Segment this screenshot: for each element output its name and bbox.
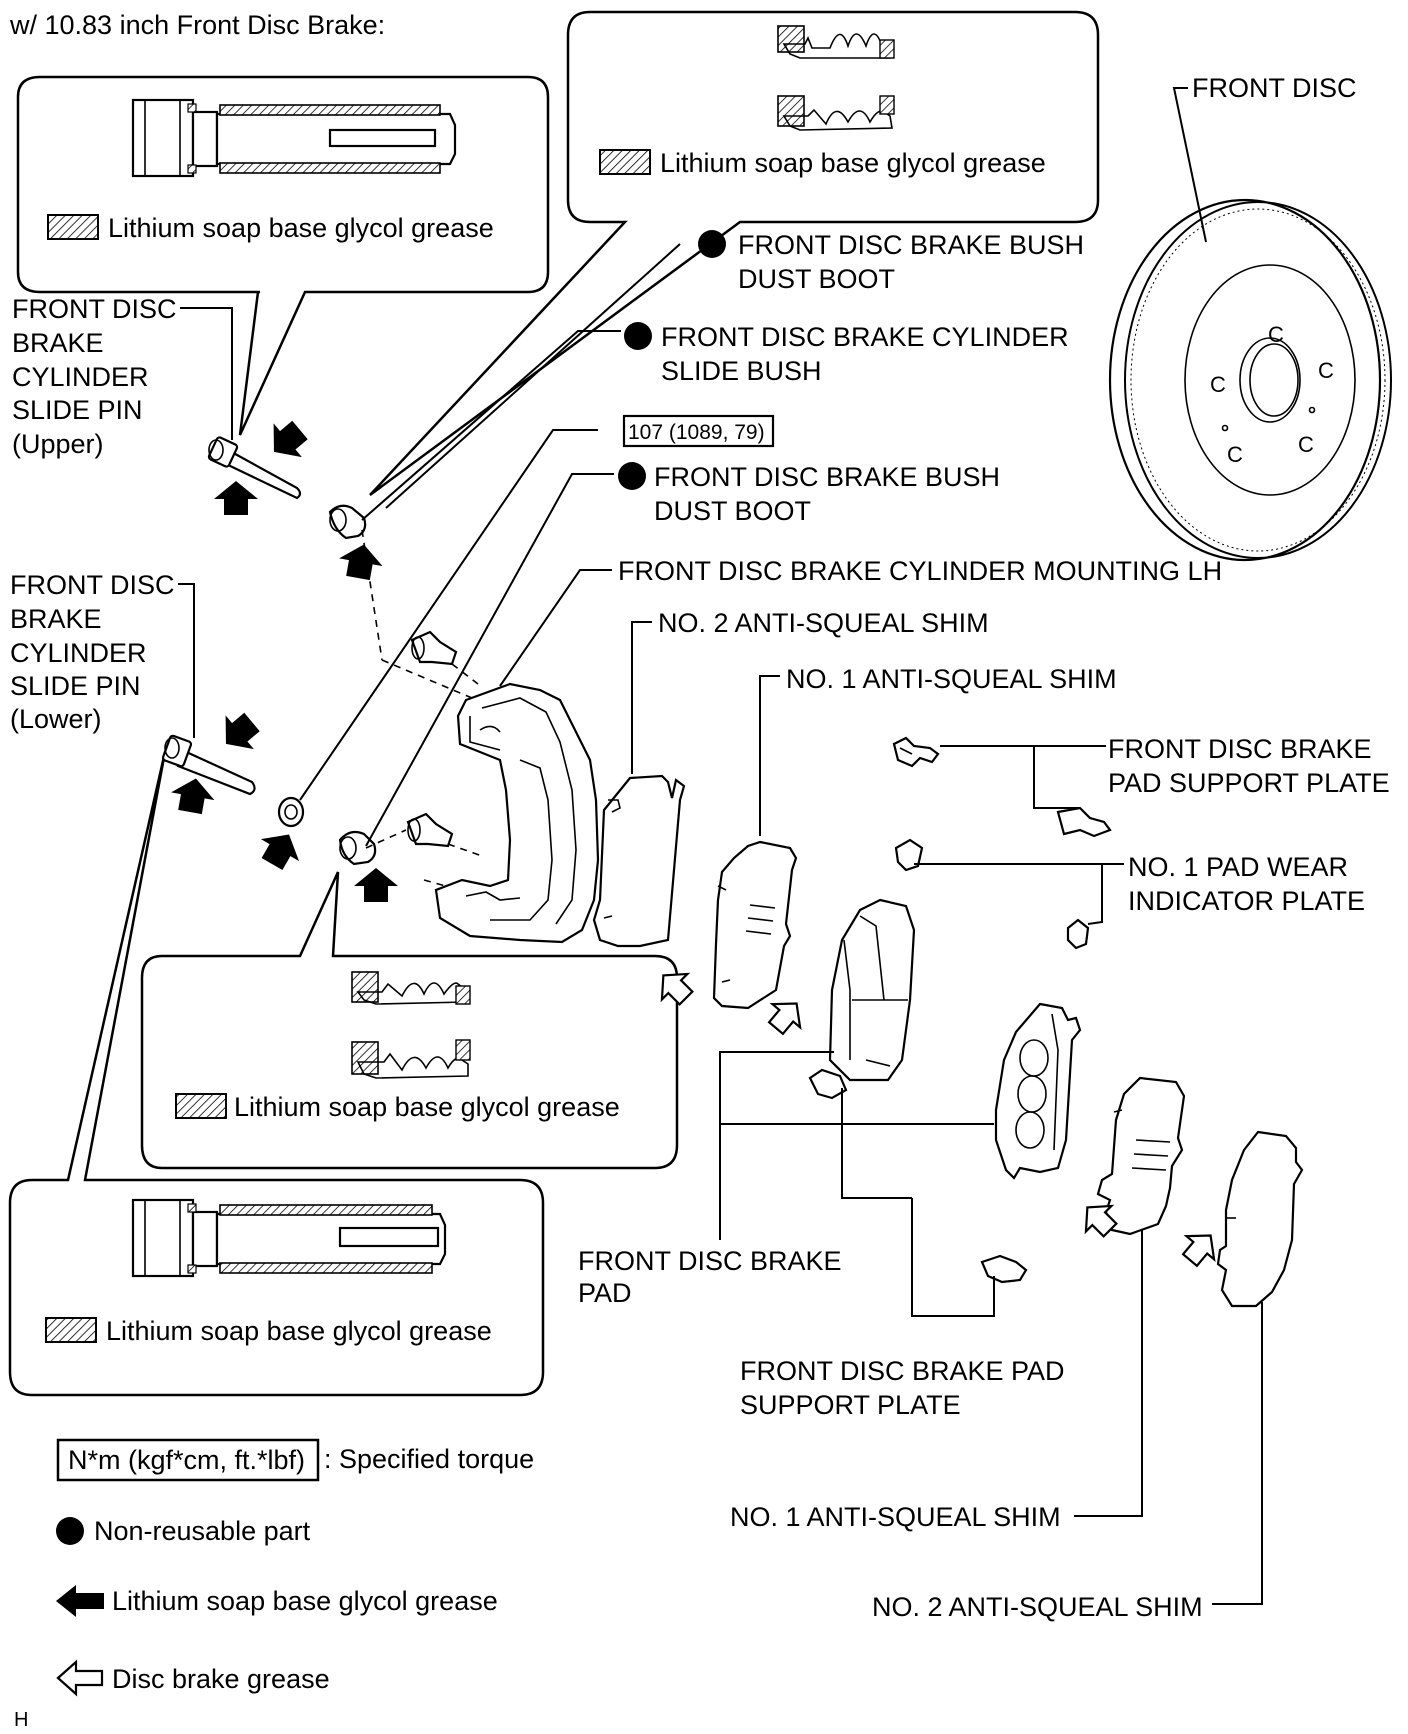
solid-arrow-icon (211, 705, 267, 761)
label-cylinder-mounting: FRONT DISC BRAKE CYLINDER MOUNTING LH (618, 556, 1222, 586)
label-bush-dust-boot-upper-1: FRONT DISC BRAKE BUSH (738, 230, 1084, 260)
torque-box (622, 414, 775, 448)
legend-lithium-grease-text: Lithium soap base glycol grease (112, 1586, 498, 1616)
label-slide-pin-upper-5: (Upper) (12, 429, 104, 459)
no1-anti-squeal-shim-top-part (712, 840, 798, 1010)
legend-torque-units: N*m (kgf*cm, ft.*lbf) (68, 1445, 305, 1475)
hatch-swatch-icon (45, 1317, 97, 1343)
label-brake-pad-2: PAD (578, 1278, 632, 1308)
mounting-bolt-lower (406, 812, 454, 848)
solid-arrow-icon (214, 481, 258, 515)
label-wear-indicator-1: NO. 1 PAD WEAR (1128, 852, 1348, 882)
filled-dot-icon (624, 322, 652, 350)
label-bush-dust-boot-upper-2: DUST BOOT (738, 264, 895, 294)
label-slide-pin-lower-3: CYLINDER (10, 638, 147, 668)
legend-torque-box (56, 1438, 320, 1482)
svg-text:C: C (1227, 442, 1243, 467)
legend-non-reusable-text: Non-reusable part (94, 1516, 311, 1546)
callout-grease-text: Lithium soap base glycol grease (106, 1316, 492, 1346)
bush-dust-boot-lower-part (338, 830, 377, 866)
dust-boot-detail-icon (777, 25, 895, 131)
solid-arrow-icon (252, 823, 309, 875)
label-no1-shim-bottom: NO. 1 ANTI-SQUEAL SHIM (730, 1502, 1061, 1532)
filled-dot-icon (698, 230, 726, 258)
slide-pin-lower (161, 734, 256, 796)
label-wear-indicator-2: INDICATOR PLATE (1128, 886, 1365, 916)
label-torque-value: 107 (1089, 79) (628, 421, 765, 444)
slide-pin-upper (207, 436, 302, 500)
legend-disc-grease-text: Disc brake grease (112, 1664, 330, 1694)
front-disc-rotor: C C C C C (1108, 198, 1392, 562)
solid-arrow-icon (336, 540, 386, 582)
svg-text:C: C (1298, 432, 1314, 457)
callout-grease-text: Lithium soap base glycol grease (108, 213, 494, 243)
callout-lower-pin: Lithium soap base glycol grease (8, 751, 545, 1397)
callout-boot-mid: Lithium soap base glycol grease (140, 871, 679, 1170)
filled-dot-icon (56, 1517, 84, 1545)
legend: N*m (kgf*cm, ft.*lbf) : Specified torque… (56, 1438, 534, 1697)
label-slide-pin-upper-3: CYLINDER (12, 362, 149, 392)
callout-grease-text: Lithium soap base glycol grease (660, 148, 1046, 178)
label-slide-pin-lower-2: BRAKE (10, 604, 102, 634)
label-no1-shim-top: NO. 1 ANTI-SQUEAL SHIM (786, 664, 1117, 694)
page-title: w/ 10.83 inch Front Disc Brake: (9, 10, 385, 40)
leader-lines (178, 87, 1263, 1605)
label-brake-pad-1: FRONT DISC BRAKE (578, 1246, 842, 1276)
pad-support-plate-bottom-a (808, 1068, 848, 1100)
solid-arrow-icon (56, 1585, 104, 1617)
label-slide-bush-2: SLIDE BUSH (661, 356, 822, 386)
slide-pin-upper-detail-icon (131, 98, 457, 178)
solid-arrow-icon (168, 774, 218, 816)
no1-anti-squeal-shim-bottom-part (1096, 1076, 1186, 1236)
svg-text:C: C (1210, 372, 1226, 397)
label-bush-dust-boot-lower-1: FRONT DISC BRAKE BUSH (654, 462, 1000, 492)
cylinder-mounting-part (434, 682, 600, 944)
label-slide-pin-upper-2: BRAKE (12, 328, 104, 358)
legend-torque-text: : Specified torque (324, 1444, 534, 1474)
slide-bush-part (277, 796, 305, 828)
no2-anti-squeal-shim-top-part (592, 774, 686, 948)
hollow-arrow-icon (56, 1659, 104, 1697)
label-slide-pin-upper-4: SLIDE PIN (12, 395, 143, 425)
hatch-swatch-icon (175, 1093, 227, 1119)
footer-code: H (14, 1709, 28, 1731)
label-pad-support-plate-bottom-2: SUPPORT PLATE (740, 1390, 961, 1420)
dust-boot-detail-icon (351, 971, 471, 1079)
label-slide-pin-lower-5: (Lower) (10, 704, 102, 734)
label-pad-support-plate-bottom-1: FRONT DISC BRAKE PAD (740, 1356, 1065, 1386)
pad-support-plate-top-a (892, 736, 940, 768)
solid-arrow-icon (354, 868, 398, 902)
pad-support-plate-top-b (1056, 806, 1112, 838)
filled-dot-icon (618, 462, 646, 490)
mounting-bolt-upper (410, 630, 458, 666)
no2-anti-squeal-shim-bottom-part (1216, 1130, 1304, 1308)
label-bush-dust-boot-lower-2: DUST BOOT (654, 496, 811, 526)
label-slide-pin-lower-4: SLIDE PIN (10, 671, 141, 701)
label-pad-support-plate-top-2: PAD SUPPORT PLATE (1108, 768, 1390, 798)
label-front-disc: FRONT DISC (1192, 73, 1357, 103)
label-no2-shim-top: NO. 2 ANTI-SQUEAL SHIM (658, 608, 989, 638)
callout-grease-text: Lithium soap base glycol grease (234, 1092, 620, 1122)
hatch-swatch-icon (599, 149, 651, 175)
label-pad-support-plate-top-1: FRONT DISC BRAKE (1108, 734, 1372, 764)
brake-pad-inner-part (828, 898, 916, 1082)
solid-arrow-icon (259, 413, 315, 469)
label-slide-bush-1: FRONT DISC BRAKE CYLINDER (661, 322, 1069, 352)
pad-support-plate-bottom-b (980, 1254, 1028, 1284)
bush-dust-boot-upper-part (328, 504, 367, 540)
hollow-arrow-icon (761, 990, 812, 1041)
svg-text:C: C (1318, 358, 1334, 383)
wear-indicator-plate-b (1066, 918, 1090, 950)
label-no2-shim-bottom: NO. 2 ANTI-SQUEAL SHIM (872, 1592, 1203, 1622)
label-slide-pin-lower-1: FRONT DISC (10, 570, 175, 600)
hatch-swatch-icon (47, 214, 99, 240)
wear-indicator-plate-a (894, 838, 924, 872)
brake-pad-outer-part (994, 1002, 1082, 1180)
label-slide-pin-upper-1: FRONT DISC (12, 294, 177, 324)
callout-upper-pin: Lithium soap base glycol grease (16, 75, 550, 436)
svg-text:C: C (1268, 322, 1284, 347)
slide-pin-lower-detail-icon (131, 1198, 447, 1278)
callout-boot-top: Lithium soap base glycol grease (369, 10, 1100, 497)
